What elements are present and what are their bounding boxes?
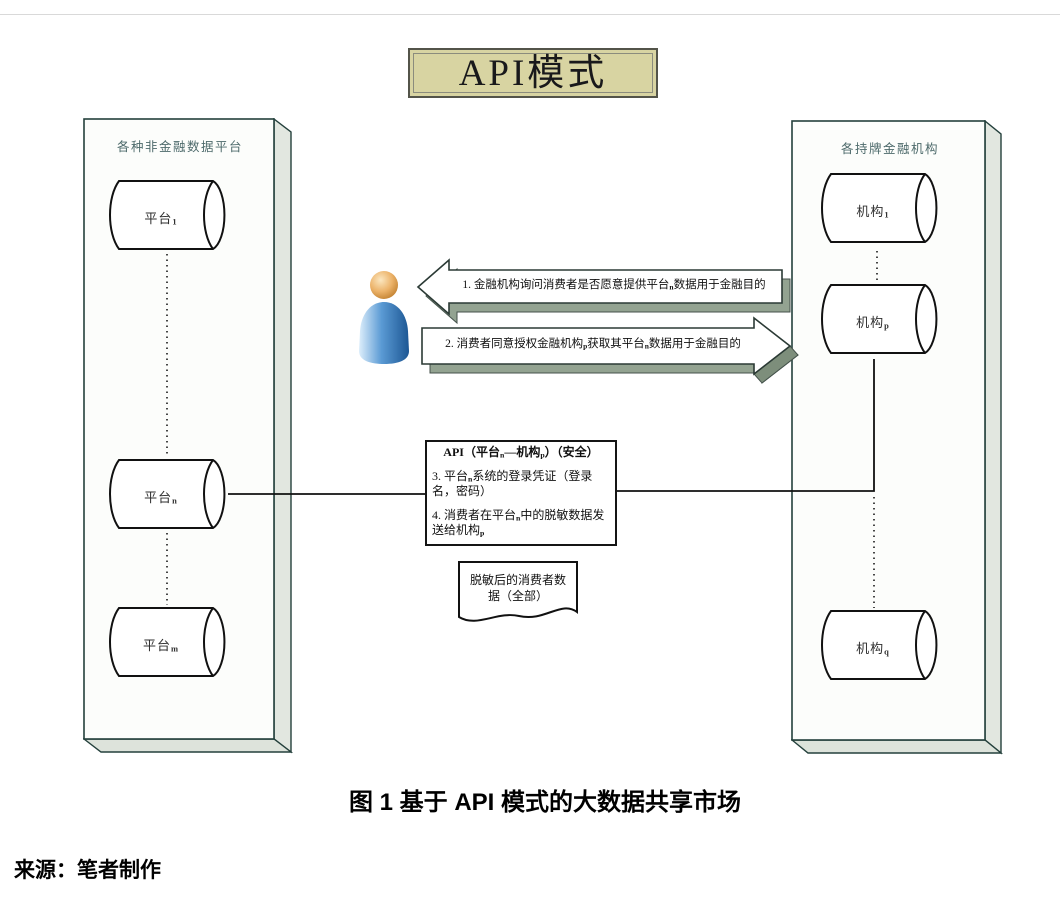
cylinder-institution-q-label: 机构q xyxy=(856,641,890,657)
cylinder-platform-m xyxy=(109,607,226,677)
cylinder-platform-m-label: 平台m xyxy=(142,638,180,654)
figure-source: 来源：笔者制作 xyxy=(14,859,161,882)
page-top-divider xyxy=(0,14,1060,15)
document-label: 脱敏后的消费者数据（全部） xyxy=(469,573,566,604)
cylinder-institution-p xyxy=(821,284,938,354)
cylinder-platform-1 xyxy=(109,180,226,250)
api-box-step3: 3. 平台n系统的登录凭证（登录名，密码） xyxy=(432,468,593,499)
cylinder-platform-n xyxy=(109,459,226,529)
document-shape xyxy=(458,561,578,622)
api-box-step4: 4. 消费者在平台n中的脱敏数据发送给机构p xyxy=(432,507,605,538)
api-box-title: API（平台n—机构p）（安全） xyxy=(443,445,599,460)
arrow-request-left xyxy=(416,258,783,316)
diagram-title: API模式 xyxy=(458,52,608,94)
cylinder-institution-1 xyxy=(821,173,938,243)
left-panel-header: 各种非金融数据平台 xyxy=(116,140,243,154)
cylinder-platform-n-label: 平台n xyxy=(144,490,178,506)
cylinder-institution-1-label: 机构1 xyxy=(856,204,890,220)
arrow-request-label: 1. 金融机构询问消费者是否愿意提供平台n数据用于金融目的 xyxy=(462,279,766,292)
cylinder-institution-p-label: 机构p xyxy=(856,315,890,331)
figure-caption: 图 1 基于 API 模式的大数据共享市场 xyxy=(348,789,742,816)
arrow-consent-right xyxy=(421,316,792,376)
title-box: API模式 xyxy=(408,48,658,98)
right-panel-header: 各持牌金融机构 xyxy=(840,142,939,156)
cylinder-platform-1-label: 平台1 xyxy=(144,211,178,227)
link-api-instp xyxy=(617,359,875,492)
request-and-consent-arrows xyxy=(416,258,799,385)
arrow-consent-label: 2. 消费者同意授权金融机构p获取其平台n数据用于金融目的 xyxy=(445,338,741,351)
cylinder-institution-q xyxy=(821,610,938,680)
api-process-box: API（平台n—机构p）（安全） 3. 平台n系统的登录凭证（登录名，密码） 4… xyxy=(425,440,617,546)
consumer-person-icon xyxy=(359,271,409,364)
